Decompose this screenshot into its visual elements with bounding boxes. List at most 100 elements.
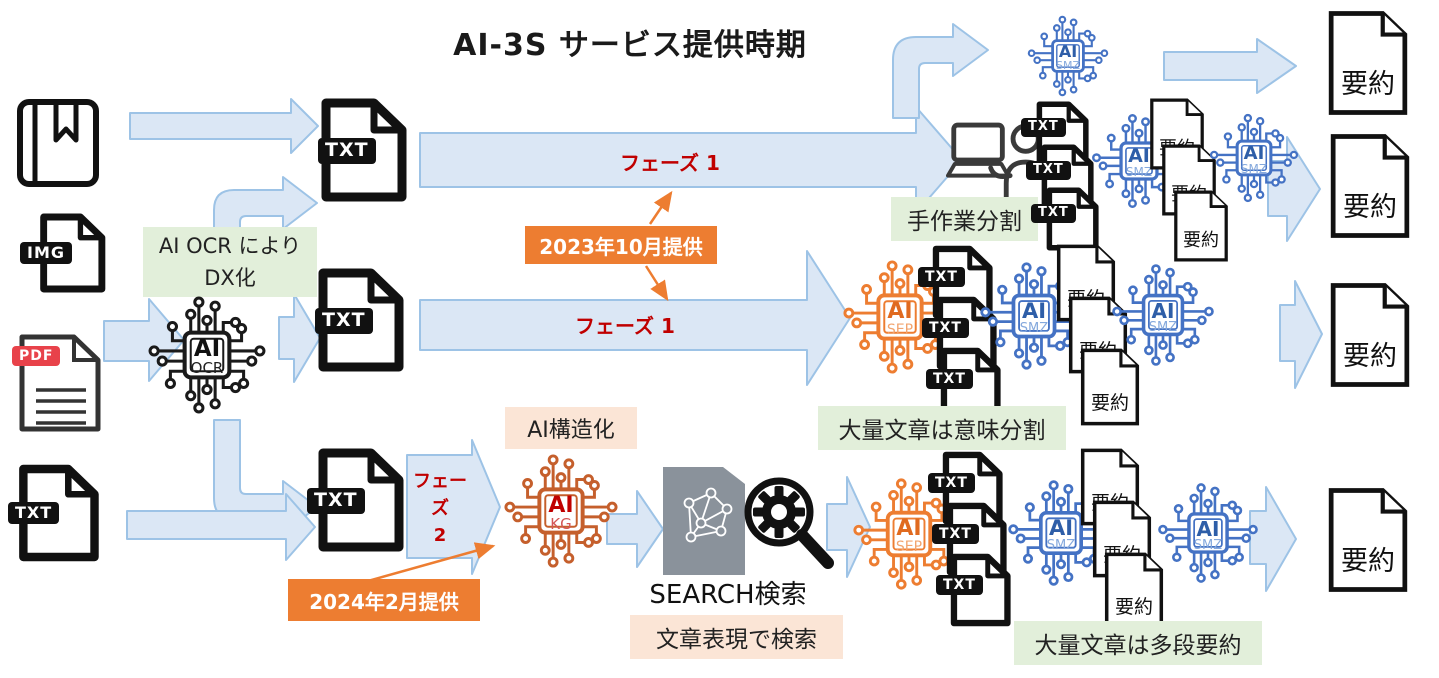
connector-2023-to-phase1-top (648, 190, 673, 225)
smz-chip-sub-label: SMZ (1193, 537, 1223, 553)
summary-stack-row1: 要約 要約 要約 (1148, 98, 1234, 264)
phase2-label: フェーズ 2 (407, 468, 473, 549)
txt-file-icon: TXT (918, 244, 1001, 320)
manual-split-caption: 手作業分割 (891, 197, 1038, 241)
sep-chip-main-label: AI (887, 299, 913, 325)
ai-sep-chip-icon: AI SEP (851, 476, 967, 592)
txt-doc-mid-icon: TXT (313, 266, 407, 374)
txt-stack-row2: TXT TXT TXT (918, 244, 1013, 422)
summary-doc-icon: 要約 (1330, 280, 1410, 390)
txt-file-icon: TXT (926, 346, 1009, 422)
txt-file-icon: TXT (1026, 143, 1103, 209)
sep-chip-sub-label: SEP (886, 322, 914, 339)
ocr-chip-sub-label: OCR (190, 359, 224, 378)
summary-doc-label: 要約 (1343, 341, 1397, 372)
elbow-arrow-phase1-to-top-chip (892, 23, 989, 119)
kg-caption: AI構造化 (505, 407, 637, 449)
smz-chip-main-label: AI (1128, 145, 1150, 168)
txt-stack-label: TXT (922, 318, 969, 339)
txt-stack-label: TXT (936, 575, 983, 596)
smz-chip-sub-label: SMZ (1055, 59, 1080, 73)
smz-chip-sub-label: SMZ (1148, 319, 1178, 335)
ai-smz-chip-icon: AI SMZ (1026, 14, 1110, 98)
summary-doc-label: 要約 (1341, 546, 1395, 577)
ocr-caption-line1: AI OCR により (158, 234, 302, 258)
ai-smz-chip-icon: AI SMZ (1090, 112, 1188, 210)
multistage-summary-caption: 大量文章は多段要約 (1014, 621, 1262, 665)
smz-chip-main-label: AI (1048, 516, 1074, 541)
kg-chip-main-label: AI (548, 492, 574, 518)
txt-file-icon: TXT (8, 462, 102, 564)
txt-file-icon: TXT (936, 552, 1019, 628)
page-title: AI-3S サービス提供時期 (453, 28, 807, 63)
smz-chip-sub-label: SMZ (1019, 321, 1049, 337)
provide-2024-badge: 2024年2月提供 (288, 579, 480, 621)
search-document-icon (663, 467, 745, 575)
phase2-label-line1: フェーズ (413, 471, 467, 519)
arrow-topchip-to-summary (1163, 38, 1297, 94)
txt-doc-bottom-label: TXT (307, 488, 365, 514)
smz-chip-main-label: AI (1058, 42, 1078, 62)
summary-doc-icon: 要約 (1330, 131, 1410, 241)
smz-chip-sub-label: SMZ (1125, 165, 1153, 180)
elbow-arrow-ocr-to-txt-bottom (213, 419, 318, 534)
txt-stack-row3: TXT TXT TXT (928, 450, 1023, 628)
ocr-chip-main-label: AI (193, 336, 221, 363)
summary-stack-row2: 要約 要約 要約 (1056, 244, 1144, 430)
ai-ocr-chip-icon: AI OCR (146, 294, 268, 416)
search-title: SEARCH検索 (649, 579, 807, 610)
search-caption: 文章表現で検索 (630, 615, 843, 659)
summary-doc-label: 要約 (1341, 69, 1395, 100)
smz-chip-main-label: AI (1021, 299, 1047, 324)
ai-kg-chip-icon: AI KG (502, 452, 620, 570)
summary-doc-label: 要約 (1114, 596, 1153, 618)
txt-doc-mid-label: TXT (315, 308, 373, 334)
txt-doc-bottom-icon: TXT (307, 446, 407, 554)
phase2-label-line2: 2 (433, 525, 447, 546)
summary-doc-icon: 要約 (1328, 8, 1408, 118)
book-icon (12, 96, 102, 190)
pdf-file-label: PDF (12, 346, 61, 367)
phase1-label-mid: フェーズ 1 (575, 314, 675, 338)
summary-doc-label: 要約 (1183, 230, 1219, 251)
txt-stack-label: TXT (928, 473, 975, 494)
connector-2023-to-phase1-mid (644, 265, 669, 302)
magnifier-gear-icon (735, 470, 840, 582)
summary-doc-icon: 要約 (1328, 485, 1408, 595)
ocr-caption: AI OCR により DX化 (143, 227, 317, 297)
img-file-icon: IMG (20, 202, 108, 304)
txt-stack-label: TXT (1031, 204, 1076, 223)
txt-stack-label: TXT (932, 524, 979, 545)
txt-stack-label: TXT (918, 267, 965, 288)
pdf-file-icon: PDF (12, 332, 106, 434)
smz-chip-main-label: AI (1243, 142, 1265, 164)
arrow-book-to-txt (129, 98, 319, 154)
smz-chip-main-label: AI (1196, 516, 1220, 541)
smz-chip-main-label: AI (1151, 298, 1175, 323)
txt-file-label: TXT (8, 502, 60, 525)
ai-smz-chip-icon: AI SMZ (1208, 112, 1300, 204)
ocr-caption-line2: DX化 (204, 266, 256, 290)
ai-smz-chip-icon: AI SMZ (1110, 262, 1216, 368)
ai-smz-chip-icon: AI SMZ (1006, 478, 1116, 588)
sep-chip-main-label: AI (896, 516, 922, 542)
phase1-label-top: フェーズ 1 (620, 151, 720, 175)
arrow-row2-to-summary (1279, 280, 1323, 389)
txt-file-icon: TXT (1021, 100, 1098, 166)
summary-stack-row3: 要約 要約 要約 (1080, 448, 1168, 634)
summary-doc-icon: 要約 (1104, 552, 1164, 630)
txt-file-icon: TXT (922, 295, 1005, 371)
kg-chip-sub-label: KG (550, 514, 572, 533)
img-file-label: IMG (20, 242, 73, 265)
summary-doc-icon: 要約 (1172, 190, 1230, 262)
txt-stack-label: TXT (1026, 161, 1071, 180)
txt-file-icon: TXT (1031, 186, 1108, 252)
ai-sep-chip-icon: AI SEP (841, 258, 959, 376)
summary-doc-label: 要約 (1343, 192, 1397, 223)
txt-doc-top-icon: TXT (316, 96, 410, 204)
smz-chip-sub-label: SMZ (1046, 538, 1076, 554)
txt-file-icon: TXT (932, 501, 1015, 577)
ai-smz-chip-icon: AI SMZ (1156, 481, 1260, 585)
txt-stack-label: TXT (926, 369, 973, 390)
